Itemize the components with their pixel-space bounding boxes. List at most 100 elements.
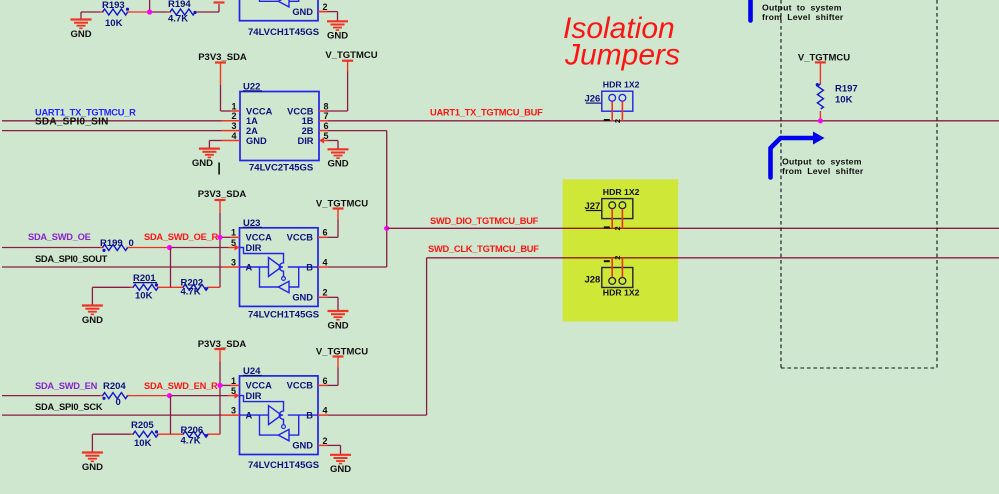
svg-text:SWD_DIO_TGTMCU_BUF: SWD_DIO_TGTMCU_BUF — [430, 216, 539, 226]
svg-text:10K: 10K — [835, 95, 853, 106]
svg-text:74LVCH1T45GS: 74LVCH1T45GS — [248, 27, 319, 38]
svg-text:0: 0 — [129, 238, 134, 249]
svg-text:4.7K: 4.7K — [181, 435, 201, 446]
svg-text:HDR 1X2: HDR 1X2 — [603, 80, 640, 90]
svg-text:SDA_SPI0_SIN: SDA_SPI0_SIN — [35, 117, 109, 128]
svg-text:GND: GND — [246, 136, 267, 146]
svg-text:UART1_TX_TGTMCU_R: UART1_TX_TGTMCU_R — [35, 107, 136, 117]
svg-text:U24: U24 — [243, 366, 261, 377]
svg-text:U23: U23 — [243, 218, 260, 229]
svg-text:VCCB: VCCB — [287, 381, 314, 391]
svg-text:3: 3 — [231, 406, 236, 416]
svg-text:5: 5 — [324, 131, 329, 141]
svg-text:74LVCH1T45GS: 74LVCH1T45GS — [248, 310, 319, 321]
svg-text:R194: R194 — [168, 0, 191, 10]
svg-text:1: 1 — [231, 228, 236, 238]
svg-text:GND: GND — [82, 462, 103, 473]
svg-text:B: B — [306, 410, 313, 420]
svg-text:GND: GND — [327, 31, 348, 42]
svg-text:1B: 1B — [302, 116, 314, 126]
svg-text:4.7K: 4.7K — [181, 286, 201, 297]
svg-text:4: 4 — [323, 257, 328, 267]
svg-text:8: 8 — [324, 101, 329, 111]
svg-text:0: 0 — [116, 397, 121, 408]
svg-text:A: A — [246, 262, 253, 272]
svg-text:4: 4 — [231, 131, 236, 141]
svg-text:U22: U22 — [243, 82, 260, 93]
svg-text:SDA_SPI0_SOUT: SDA_SPI0_SOUT — [35, 253, 108, 264]
svg-text:R206: R206 — [181, 425, 204, 436]
svg-text:SDA_SWD_OE_R: SDA_SWD_OE_R — [144, 232, 219, 242]
svg-text:R202: R202 — [181, 277, 204, 288]
svg-text:3: 3 — [231, 121, 236, 131]
svg-text:Isolation: Isolation — [563, 12, 675, 45]
svg-text:SDA_SWD_EN_R: SDA_SWD_EN_R — [144, 381, 218, 391]
svg-text:P3V3_SDA: P3V3_SDA — [198, 339, 247, 350]
svg-text:GND: GND — [327, 320, 348, 331]
svg-text:7: 7 — [324, 111, 329, 121]
svg-text:P3V3_SDA: P3V3_SDA — [198, 189, 247, 200]
svg-text:DIR: DIR — [246, 391, 262, 401]
svg-text:SWD_CLK_TGTMCU_BUF: SWD_CLK_TGTMCU_BUF — [428, 244, 539, 254]
svg-text:Jumpers: Jumpers — [564, 39, 680, 72]
svg-text:5: 5 — [231, 238, 236, 248]
svg-text:R205: R205 — [131, 420, 154, 431]
svg-text:2A: 2A — [246, 126, 258, 136]
svg-text:VCCB: VCCB — [287, 233, 314, 243]
svg-text:10K: 10K — [105, 18, 123, 29]
svg-text:2B: 2B — [302, 126, 314, 136]
svg-text:VCCB: VCCB — [287, 106, 314, 116]
svg-text:VCCA: VCCA — [246, 106, 273, 116]
svg-text:GND: GND — [292, 7, 313, 17]
svg-text:B: B — [306, 262, 313, 272]
svg-text:from Level shifter: from Level shifter — [782, 166, 864, 176]
svg-text:V_TGTMCU: V_TGTMCU — [325, 50, 377, 61]
svg-text:2: 2 — [323, 436, 328, 446]
svg-text:6: 6 — [324, 121, 329, 131]
svg-text:1A: 1A — [246, 116, 258, 126]
svg-text:5: 5 — [231, 386, 236, 396]
svg-text:4.7K: 4.7K — [168, 14, 188, 25]
svg-text:4: 4 — [323, 406, 328, 416]
svg-text:GND: GND — [327, 159, 348, 170]
svg-text:P3V3_SDA: P3V3_SDA — [198, 52, 247, 63]
svg-text:VCCA: VCCA — [246, 381, 273, 391]
svg-text:GND: GND — [82, 315, 103, 326]
svg-text:Output to system: Output to system — [762, 3, 842, 13]
svg-text:V_TGTMCU: V_TGTMCU — [798, 53, 850, 64]
svg-text:6: 6 — [323, 228, 328, 238]
svg-text:2: 2 — [613, 119, 622, 123]
svg-text:DIR: DIR — [246, 243, 262, 253]
svg-text:DIR: DIR — [297, 136, 313, 146]
svg-text:A: A — [246, 410, 253, 420]
svg-text:GND: GND — [192, 158, 213, 169]
svg-text:74LVC2T45GS: 74LVC2T45GS — [249, 163, 313, 174]
svg-text:2: 2 — [323, 2, 328, 12]
svg-text:3: 3 — [231, 257, 236, 267]
svg-text:R193: R193 — [102, 0, 125, 11]
svg-text:SDA_SWD_OE: SDA_SWD_OE — [28, 232, 91, 242]
svg-text:1: 1 — [231, 376, 236, 386]
svg-text:GND: GND — [292, 441, 313, 451]
svg-text:10K: 10K — [134, 438, 152, 449]
svg-text:GND: GND — [292, 293, 313, 303]
svg-text:2: 2 — [231, 111, 236, 121]
svg-text:Output to system: Output to system — [782, 157, 862, 167]
svg-text:from Level shifter: from Level shifter — [762, 12, 844, 22]
svg-text:6: 6 — [323, 376, 328, 386]
svg-text:SDA_SWD_EN: SDA_SWD_EN — [35, 381, 98, 391]
svg-text:V_TGTMCU: V_TGTMCU — [316, 198, 368, 209]
svg-text:V_TGTMCU: V_TGTMCU — [316, 346, 368, 357]
svg-text:VCCA: VCCA — [246, 233, 273, 243]
svg-text:GND: GND — [330, 464, 351, 475]
svg-text:74LVCH1T45GS: 74LVCH1T45GS — [248, 460, 319, 471]
svg-text:1: 1 — [231, 101, 236, 111]
svg-text:J26: J26 — [584, 93, 600, 104]
svg-text:R204: R204 — [103, 381, 126, 392]
svg-text:2: 2 — [323, 288, 328, 298]
svg-text:SDA_SPI0_SCK: SDA_SPI0_SCK — [35, 402, 103, 412]
svg-text:R197: R197 — [835, 84, 858, 95]
svg-text:R199: R199 — [100, 238, 123, 249]
svg-text:R201: R201 — [133, 273, 156, 284]
svg-text:UART1_TX_TGTMCU_BUF: UART1_TX_TGTMCU_BUF — [430, 107, 543, 117]
